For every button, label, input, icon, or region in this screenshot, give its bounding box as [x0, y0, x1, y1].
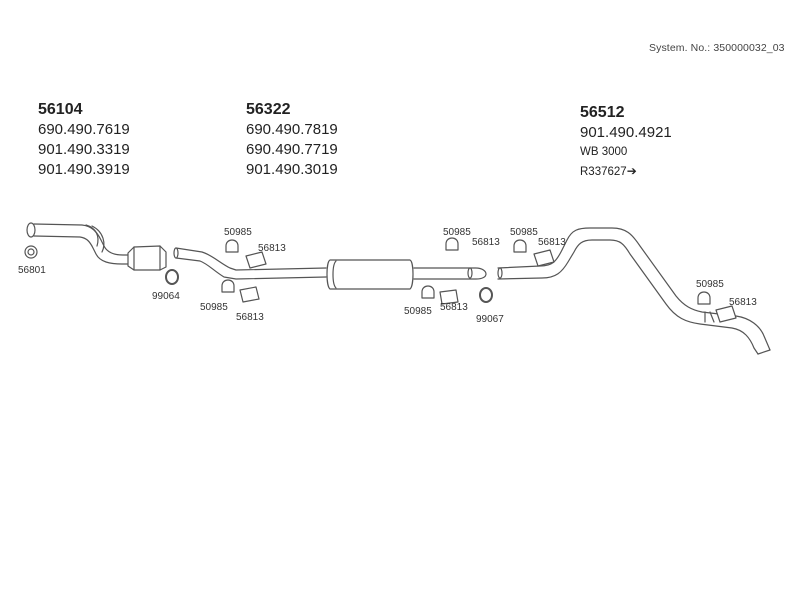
hanger — [445, 237, 459, 251]
hanger — [513, 239, 527, 253]
front-pipe — [33, 223, 129, 265]
label-bracket-2: 56813 — [236, 312, 264, 323]
tail-pipe — [497, 227, 771, 355]
bracket — [239, 286, 260, 303]
label-hanger-3: 50985 — [443, 227, 471, 238]
arrow-right-icon: ➔ — [626, 164, 637, 178]
part-number: 901.490.3019 — [246, 161, 338, 178]
bracket — [533, 249, 555, 267]
label-hanger-1: 50985 — [224, 227, 252, 238]
reference-number: R337627 — [580, 166, 627, 178]
part-number: 901.490.3919 — [38, 161, 130, 178]
catalytic-converter — [127, 245, 167, 271]
label-99067: 99067 — [476, 314, 504, 325]
label-bracket-6: 56813 — [729, 297, 757, 308]
label-hanger-5: 50985 — [510, 227, 538, 238]
bracket — [439, 289, 459, 305]
label-bracket-4: 56813 — [440, 302, 468, 313]
bracket — [715, 305, 737, 323]
label-hanger-4: 50985 — [404, 306, 432, 317]
clamp-front — [24, 245, 38, 259]
label-bracket-3: 56813 — [472, 237, 500, 248]
group-56512: 56512 901.490.4921 WB 3000 R337627➔ — [580, 103, 672, 182]
middle-muffler — [326, 259, 414, 290]
flex-joint — [85, 224, 105, 253]
hanger — [225, 239, 239, 253]
wb-label: WB 3000 — [580, 146, 628, 158]
part-number: 690.490.7619 — [38, 121, 130, 138]
hanger — [221, 279, 235, 293]
label-56801: 56801 — [18, 265, 46, 276]
part-number: 690.490.7719 — [246, 141, 338, 158]
front-flange — [26, 222, 36, 238]
label-bracket-1: 56813 — [258, 243, 286, 254]
label-bracket-5: 56813 — [538, 237, 566, 248]
label-hanger-6: 50985 — [696, 279, 724, 290]
reference-label: R337627➔ — [580, 162, 672, 182]
rear-mid-pipe — [413, 267, 487, 280]
intermediate-pipe — [175, 247, 327, 280]
pipe-end — [173, 247, 179, 259]
label-99064: 99064 — [152, 291, 180, 302]
part-number: 901.490.4921 — [580, 124, 672, 141]
label-hanger-2: 50985 — [200, 302, 228, 313]
hanger — [421, 285, 435, 299]
group-head: 56104 — [38, 101, 83, 118]
clamp-a — [165, 269, 179, 285]
group-head: 56322 — [246, 101, 291, 118]
group-56104: 56104 690.490.7619 901.490.3319 901.490.… — [38, 100, 130, 180]
system-number: System. No.: 350000032_03 — [649, 42, 785, 54]
hanger — [697, 291, 711, 305]
part-number: 901.490.3319 — [38, 141, 130, 158]
group-56322: 56322 690.490.7819 690.490.7719 901.490.… — [246, 100, 338, 180]
group-head: 56512 — [580, 104, 625, 121]
clamp-b — [479, 287, 493, 303]
part-number: 690.490.7819 — [246, 121, 338, 138]
bracket — [245, 251, 267, 269]
